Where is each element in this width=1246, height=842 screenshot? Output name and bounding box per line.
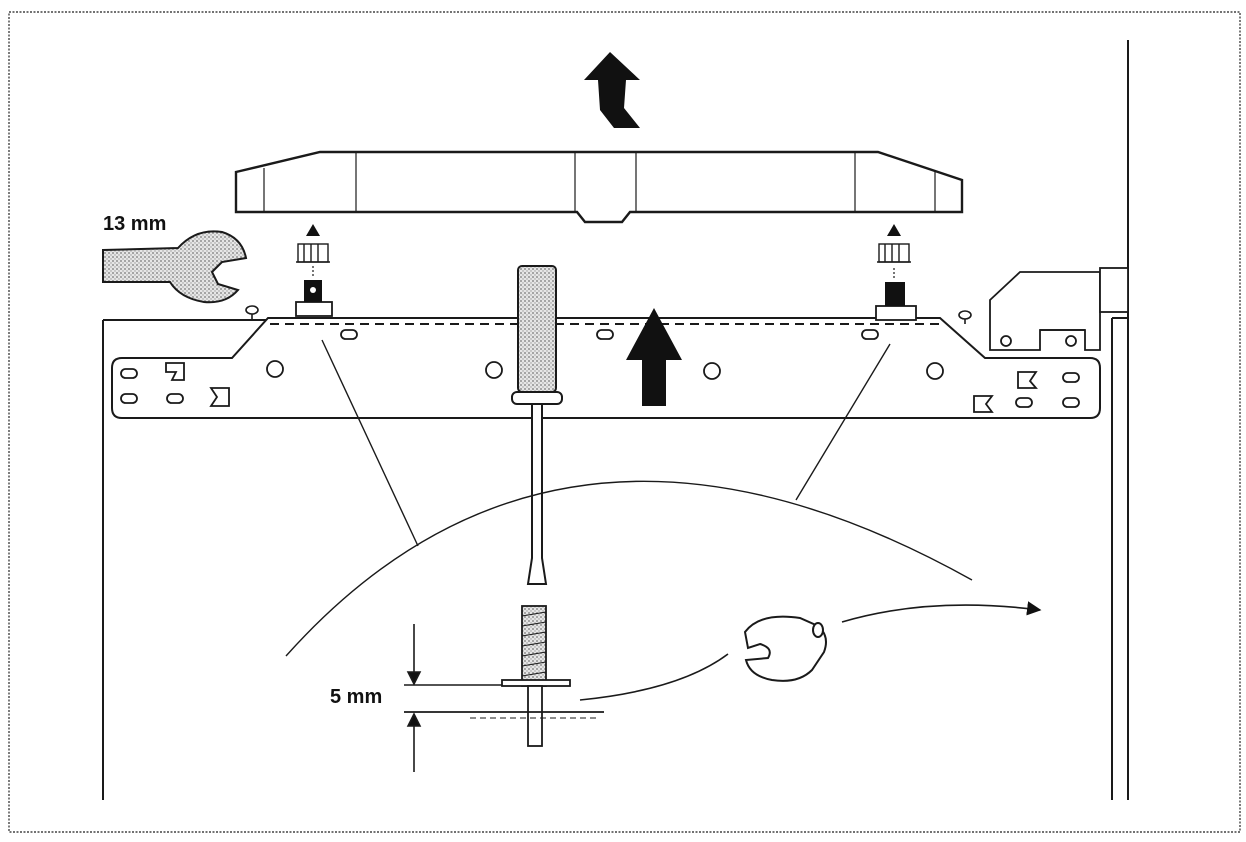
arrow-up-icon (887, 224, 901, 236)
wrench-icon (102, 230, 248, 304)
clip-path-arrows (579, 601, 1042, 701)
cabinet-body (102, 40, 1129, 800)
gap-height-label: 5 mm (330, 686, 383, 708)
arrow-up-icon (626, 308, 682, 406)
hinge-bracket (989, 267, 1129, 351)
clip-icon (743, 615, 827, 682)
bolt-icon (501, 605, 571, 747)
right-fastener (875, 224, 917, 321)
nut-icon (877, 243, 911, 263)
nut-icon (296, 243, 330, 263)
rail-screws (245, 305, 972, 324)
detail-callout (285, 339, 973, 657)
rail-holes (120, 329, 1080, 413)
screwdriver-icon (511, 265, 563, 585)
top-cover (234, 150, 964, 224)
arrow-up-icon (306, 224, 320, 236)
curved-arrow-icon (584, 52, 640, 128)
wrench-size-label: 13 mm (103, 213, 167, 235)
left-fastener (295, 224, 333, 317)
dimension-5mm (404, 624, 502, 772)
figure-frame (8, 11, 1241, 833)
mounting-rail (111, 305, 1101, 419)
surface-line (404, 711, 604, 719)
